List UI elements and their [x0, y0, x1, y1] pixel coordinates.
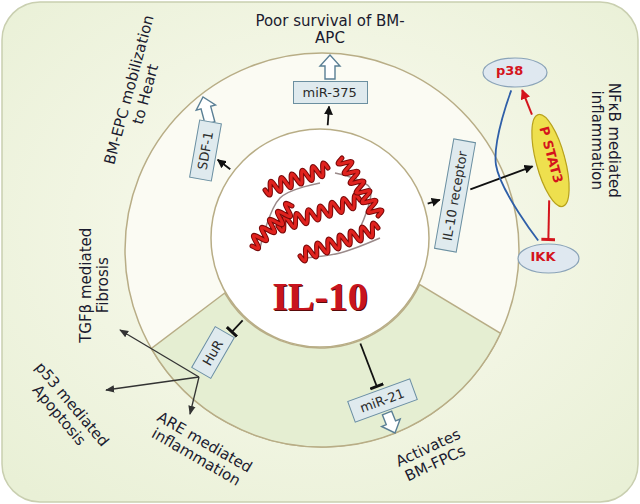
node-text: miR-375 — [303, 85, 358, 100]
node-text: IL-10 — [272, 273, 368, 320]
leader-line — [106, 377, 199, 390]
mirna-box: miR-375 — [293, 81, 368, 104]
connector — [547, 200, 550, 239]
connector — [522, 90, 532, 115]
connector — [328, 106, 329, 125]
kinase-oval: p38 — [482, 57, 548, 88]
connector — [496, 90, 539, 240]
leader-line — [120, 330, 199, 377]
annotation-label: NFκB mediated inflammation — [588, 75, 623, 205]
kinase-oval: IKK — [517, 243, 580, 274]
annotation-label: Poor survival of BM-APC — [245, 13, 415, 48]
hollow-arrow — [320, 55, 340, 79]
annotation-label: TGFβ mediated Fibrosis — [78, 218, 113, 353]
outer-ring — [125, 53, 519, 447]
leader-line — [190, 377, 199, 414]
node-text: SDF-1 — [194, 129, 216, 170]
fan-lines — [106, 330, 199, 414]
connector — [428, 200, 440, 204]
node-text: p38 — [496, 63, 534, 78]
cytokine-circle: IL-10 — [210, 128, 430, 348]
hollow-arrow — [382, 411, 401, 433]
connector — [360, 344, 376, 387]
connector — [232, 320, 243, 331]
node-text: IKK — [531, 249, 566, 264]
connector — [470, 166, 532, 189]
connector — [218, 160, 231, 170]
